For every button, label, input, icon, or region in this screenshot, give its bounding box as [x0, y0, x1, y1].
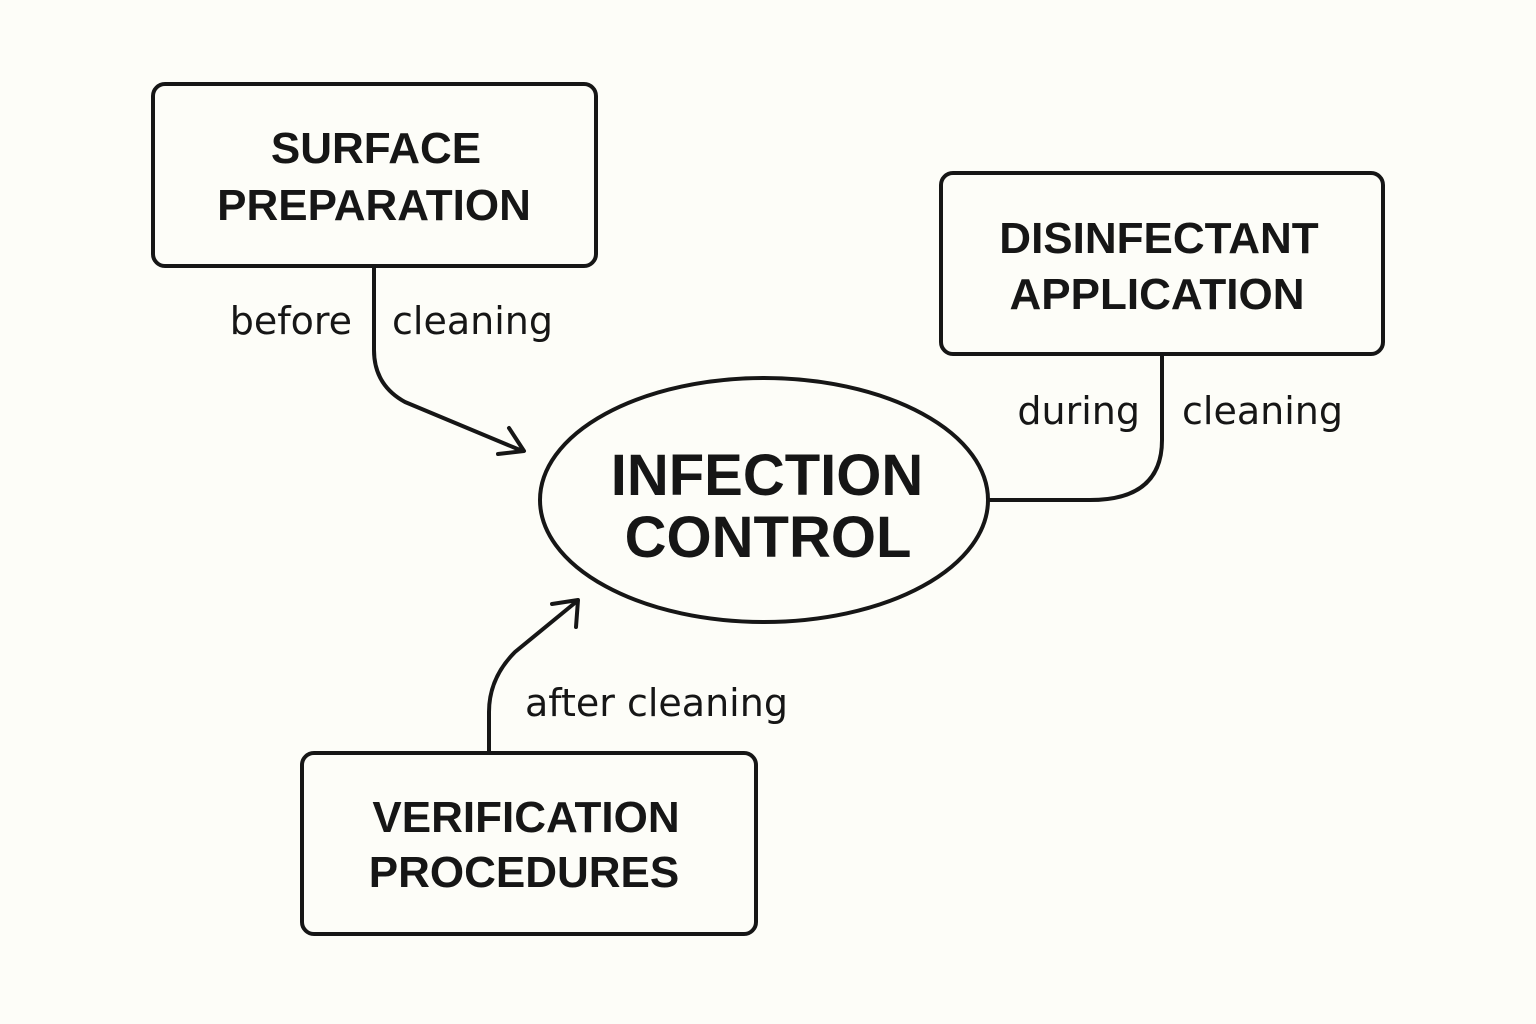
edge-surface-label-before: before: [230, 299, 352, 343]
node-verification-procedures-box: [300, 751, 758, 936]
node-infection-control-ellipse: [538, 376, 990, 624]
node-infection-control-title-line2: CONTROL: [625, 505, 912, 570]
edge-verification-line: [487, 600, 578, 754]
node-surface-preparation-title-line1: SURFACE: [271, 124, 481, 173]
node-surface-preparation-box: [151, 82, 598, 268]
edge-verification-arrowhead: [550, 598, 580, 629]
edge-surface-to-center: before cleaning: [230, 264, 553, 456]
edge-verification-to-center: after cleaning: [487, 598, 788, 754]
node-surface-preparation-title-line2: PREPARATION: [217, 181, 531, 230]
edge-disinfectant-line: [986, 352, 1164, 502]
edge-disinfectant-label-during: during: [1017, 389, 1140, 433]
node-verification-procedures-title-line1: VERIFICATION: [372, 793, 679, 842]
node-infection-control: INFECTION CONTROL: [538, 376, 990, 624]
node-surface-preparation: SURFACE PREPARATION: [151, 82, 598, 268]
node-disinfectant-application-title-line2: APPLICATION: [1010, 270, 1305, 319]
node-infection-control-title-line1: INFECTION: [611, 443, 924, 508]
node-disinfectant-application: DISINFECTANT APPLICATION: [939, 171, 1385, 356]
edge-disinfectant-to-center: during cleaning: [986, 352, 1343, 502]
edge-surface-line: [372, 264, 522, 452]
node-verification-procedures: VERIFICATION PROCEDURES: [300, 751, 758, 936]
edge-disinfectant-label-cleaning: cleaning: [1182, 389, 1343, 433]
edge-surface-arrowhead: [496, 426, 526, 456]
node-disinfectant-application-box: [939, 171, 1385, 356]
edge-verification-label: after cleaning: [525, 681, 788, 725]
edge-surface-label-cleaning: cleaning: [392, 299, 553, 343]
node-verification-procedures-title-line2: PROCEDURES: [369, 848, 680, 897]
node-disinfectant-application-title-line1: DISINFECTANT: [999, 214, 1319, 263]
